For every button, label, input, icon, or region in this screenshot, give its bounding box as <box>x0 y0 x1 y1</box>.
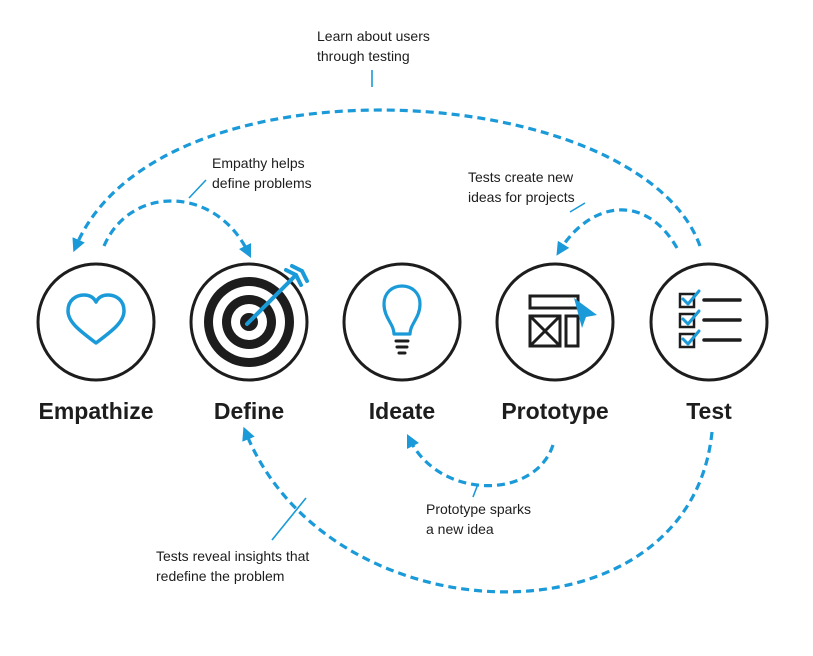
note-tests-reveal-insights: Tests reveal insights that redefine the … <box>156 548 309 584</box>
stage-label-test: Test <box>686 398 732 424</box>
test-circle <box>649 262 769 382</box>
svg-text:Prototype sparks: Prototype sparks <box>426 501 531 517</box>
arrow-test-to-empathize <box>72 108 702 253</box>
leader-tests-ideas <box>569 202 586 213</box>
arrow-test-to-define <box>242 426 714 594</box>
stage-label-define: Define <box>214 398 284 424</box>
leader-tests-reveal <box>271 497 307 541</box>
stage-label-empathize: Empathize <box>38 398 153 424</box>
note-prototype-sparks: Prototype sparks a new idea <box>426 501 531 537</box>
note-tests-create-ideas: Tests create new ideas for projects <box>468 169 575 205</box>
empathize-circle <box>36 262 156 382</box>
stage-label-prototype: Prototype <box>501 398 608 424</box>
leader-empathy <box>188 179 207 199</box>
svg-text:redefine the problem: redefine the problem <box>156 568 284 584</box>
arrow-prototype-to-ideate <box>406 433 555 488</box>
svg-text:Tests reveal insights that: Tests reveal insights that <box>156 548 309 564</box>
wireframe-icon <box>528 294 597 348</box>
leader-prototype-sparks <box>472 483 479 498</box>
lightbulb-icon <box>382 284 422 355</box>
svg-text:Empathy helps: Empathy helps <box>212 155 305 171</box>
note-empathy-helps: Empathy helps define problems <box>212 155 312 191</box>
arrow-empathize-to-define <box>102 199 252 259</box>
checklist-icon <box>678 289 742 349</box>
target-icon <box>204 264 309 367</box>
ideate-circle <box>342 262 462 382</box>
svg-text:Learn about users: Learn about users <box>317 28 430 44</box>
svg-text:a new idea: a new idea <box>426 521 494 537</box>
heart-icon <box>66 293 126 345</box>
svg-text:ideas for projects: ideas for projects <box>468 189 575 205</box>
note-learn-about-users: Learn about users through testing <box>317 28 430 64</box>
svg-text:define problems: define problems <box>212 175 312 191</box>
svg-text:through testing: through testing <box>317 48 410 64</box>
arrow-test-to-prototype <box>556 208 679 256</box>
svg-text:Tests create new: Tests create new <box>468 169 574 185</box>
stage-label-ideate: Ideate <box>369 398 435 424</box>
